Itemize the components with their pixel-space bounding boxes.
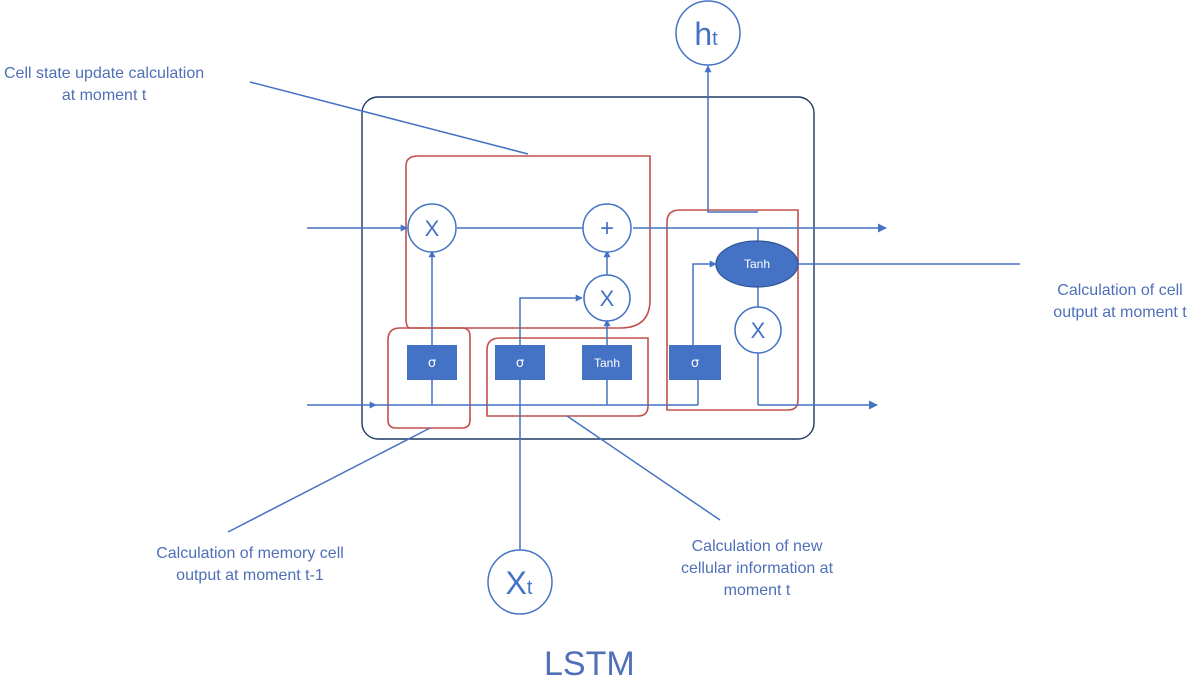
diagram-title: LSTM xyxy=(544,645,635,683)
forget-multiply-label: X xyxy=(425,216,440,241)
input-multiply-node xyxy=(583,274,631,322)
add-node xyxy=(582,203,632,253)
ht-sub-text: t xyxy=(712,28,718,50)
label-memory-cell-output-line2: output at moment t-1 xyxy=(176,567,324,584)
sigma-output-box xyxy=(669,345,721,380)
xt-main-text: X xyxy=(506,565,527,601)
lstm-cell-frame xyxy=(361,96,815,440)
label-cell-state-update-line2: at moment t xyxy=(61,87,147,104)
add-label: + xyxy=(600,215,614,242)
label-new-cellular-information: Calculation of new cellular information … xyxy=(662,536,852,602)
leader-memory-cell-output xyxy=(227,427,431,533)
output-path-to-tanh xyxy=(692,260,717,345)
label-new-cellular-information-line1: Calculation of new xyxy=(691,538,823,555)
label-cell-output-line1: Calculation of cell xyxy=(1057,282,1183,299)
leader-cell-state-update xyxy=(249,81,529,155)
region-cell-output xyxy=(666,209,799,411)
sigma-forget-label: σ xyxy=(428,356,436,371)
sigma-forget-box xyxy=(407,345,457,380)
region-new-cellular-information xyxy=(486,337,649,417)
label-cell-output: Calculation of cell output at moment t xyxy=(1040,280,1200,324)
output-multiply-label: X xyxy=(751,318,766,343)
ht-output-path xyxy=(704,65,758,213)
tanh-ellipse-label: Tanh xyxy=(744,257,770,271)
forget-multiply-node xyxy=(407,203,457,253)
leader-new-cellular-information xyxy=(566,415,721,521)
input-multiply-label: X xyxy=(600,286,615,311)
xt-input-node xyxy=(487,549,553,615)
tanh-box-label: Tanh xyxy=(594,356,620,370)
label-memory-cell-output-line1: Calculation of memory cell xyxy=(156,545,344,562)
sigma-input-label: σ xyxy=(516,356,524,371)
ht-main-text: h xyxy=(694,16,712,52)
region-cell-state-update xyxy=(405,155,651,329)
input-sigma-to-multiply xyxy=(519,294,583,345)
sigma-input-box xyxy=(495,345,545,380)
label-new-cellular-information-line3: moment t xyxy=(723,582,791,599)
label-new-cellular-information-line2: cellular information at xyxy=(680,560,834,577)
xt-sub-text: t xyxy=(527,577,533,599)
tanh-box xyxy=(582,345,632,380)
label-cell-state-update-line1: Cell state update calculation xyxy=(4,65,205,82)
ht-output-label: ht xyxy=(694,16,718,52)
label-memory-cell-output: Calculation of memory cell output at mom… xyxy=(140,543,360,587)
tanh-ellipse-node xyxy=(715,240,799,288)
label-cell-state-update: Cell state update calculation at moment … xyxy=(4,63,204,107)
xt-input-label: Xt xyxy=(506,565,533,601)
sigma-output-label: σ xyxy=(691,356,699,371)
output-multiply-node xyxy=(734,306,782,354)
region-memory-cell-output xyxy=(387,327,471,429)
ht-output-node xyxy=(675,0,741,66)
label-cell-output-line2: output at moment t xyxy=(1053,304,1187,321)
